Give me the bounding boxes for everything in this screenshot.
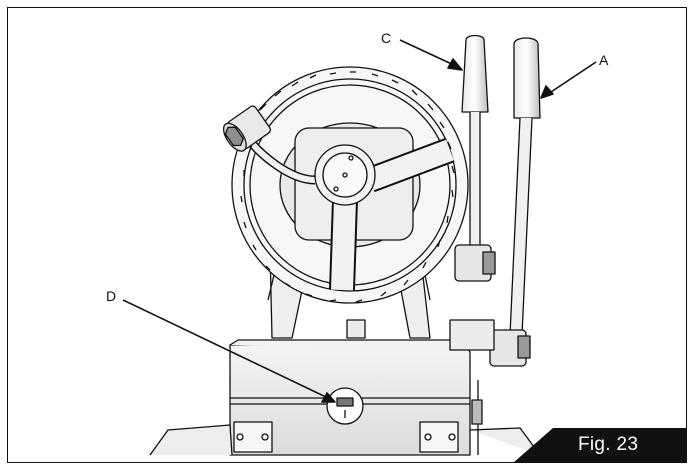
callout-arrows xyxy=(122,39,597,403)
lever-mount xyxy=(449,319,495,455)
lever-c xyxy=(454,34,496,282)
callout-label-d: D xyxy=(106,288,117,304)
figure-caption: Fig. 23 xyxy=(578,434,639,455)
gauge-dial xyxy=(326,387,364,425)
hand-wheel xyxy=(222,66,469,304)
lever-a xyxy=(489,37,541,367)
callout-label-c: C xyxy=(381,30,392,46)
callout-label-a: A xyxy=(599,52,609,68)
figure-caption-tab xyxy=(513,428,687,463)
